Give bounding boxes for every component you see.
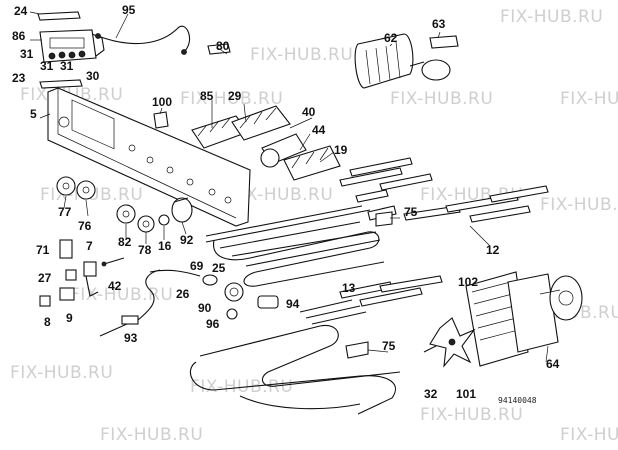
callout-63: 63: [432, 17, 446, 31]
callout-64: 64: [546, 357, 560, 371]
callout-25: 25: [212, 261, 226, 275]
watermark-text: FIX-HUB.RU: [100, 425, 203, 445]
control-knobs: [56, 176, 193, 233]
thermostat-lamp-parts: [99, 269, 279, 337]
callout-12: 12: [486, 243, 500, 257]
callout-75: 75: [382, 339, 396, 353]
callout-32: 32: [424, 387, 438, 401]
rotary-switches: [153, 105, 341, 181]
callout-42: 42: [108, 279, 122, 293]
callout-102: 102: [458, 275, 478, 289]
watermark-text: FIX-HUB.RU: [390, 89, 493, 109]
watermark-text: FIX-HUB.RU: [70, 285, 173, 305]
callout-31: 31: [40, 59, 54, 73]
callout-69: 69: [190, 259, 204, 273]
callout-8: 8: [44, 315, 51, 329]
watermark-text: FIX-HUB.RU: [540, 195, 618, 215]
watermark-text: FIX-HUB.RU: [180, 89, 283, 109]
callout-7: 7: [86, 239, 93, 253]
callout-9: 9: [66, 311, 73, 325]
callout-92: 92: [180, 233, 194, 247]
callout-16: 16: [158, 239, 172, 253]
callout-101: 101: [456, 387, 476, 401]
callout-86: 86: [12, 29, 26, 43]
watermark-text: FIX-HUB.RU: [420, 405, 523, 425]
watermark-layer: FIX-HUB.RU FIX-HUB.RU FIX-HUB.RU FIX-HUB.RU…: [10, 7, 618, 445]
callout-76: 76: [78, 219, 92, 233]
callout-29: 29: [228, 89, 242, 103]
callout-62: 62: [384, 31, 398, 45]
callout-24: 24: [14, 4, 28, 18]
callout-44: 44: [312, 123, 326, 137]
callout-71: 71: [36, 243, 50, 257]
callout-85: 85: [200, 89, 214, 103]
small-electrical-parts: [39, 239, 125, 307]
watermark-text: FIX-HUB.RU: [230, 185, 333, 205]
callout-100: 100: [152, 95, 172, 109]
fan-motor-62: [354, 33, 459, 89]
drawing-code: 94140048: [498, 396, 537, 405]
callout-leaders: [29, 11, 561, 363]
callout-5: 5: [30, 107, 37, 121]
callout-19: 19: [334, 143, 348, 157]
callout-13: 13: [342, 281, 356, 295]
callout-96: 96: [206, 317, 220, 331]
convection-fan-assembly: [423, 271, 583, 368]
callout-77: 77: [58, 205, 72, 219]
callout-93: 93: [124, 331, 138, 345]
callout-80: 80: [216, 39, 230, 53]
callout-40: 40: [302, 105, 316, 119]
watermark-text: FIX-HUB.RU: [560, 425, 618, 445]
control-panel-parts: [37, 11, 231, 89]
callout-27: 27: [38, 271, 52, 285]
watermark-text: FIX-HUB.RU: [250, 45, 353, 65]
grill-element-12: [205, 157, 549, 287]
callout-94: 94: [286, 297, 300, 311]
watermark-text: FIX-HUB.RU: [500, 7, 603, 27]
callout-75: 75: [404, 205, 418, 219]
callout-90: 90: [198, 301, 212, 315]
control-panel-5: [47, 87, 251, 227]
callout-95: 95: [122, 3, 136, 17]
callout-26: 26: [176, 287, 190, 301]
callout-78: 78: [138, 243, 152, 257]
callout-31: 31: [20, 47, 34, 61]
watermark-text: FIX-HUB.RU: [560, 89, 618, 109]
watermark-text: FIX-HUB.RU: [10, 363, 113, 383]
ring-element: [190, 275, 443, 415]
callout-82: 82: [118, 235, 132, 249]
callout-30: 30: [86, 69, 100, 83]
callout-23: 23: [12, 71, 26, 85]
callout-31: 31: [60, 59, 74, 73]
